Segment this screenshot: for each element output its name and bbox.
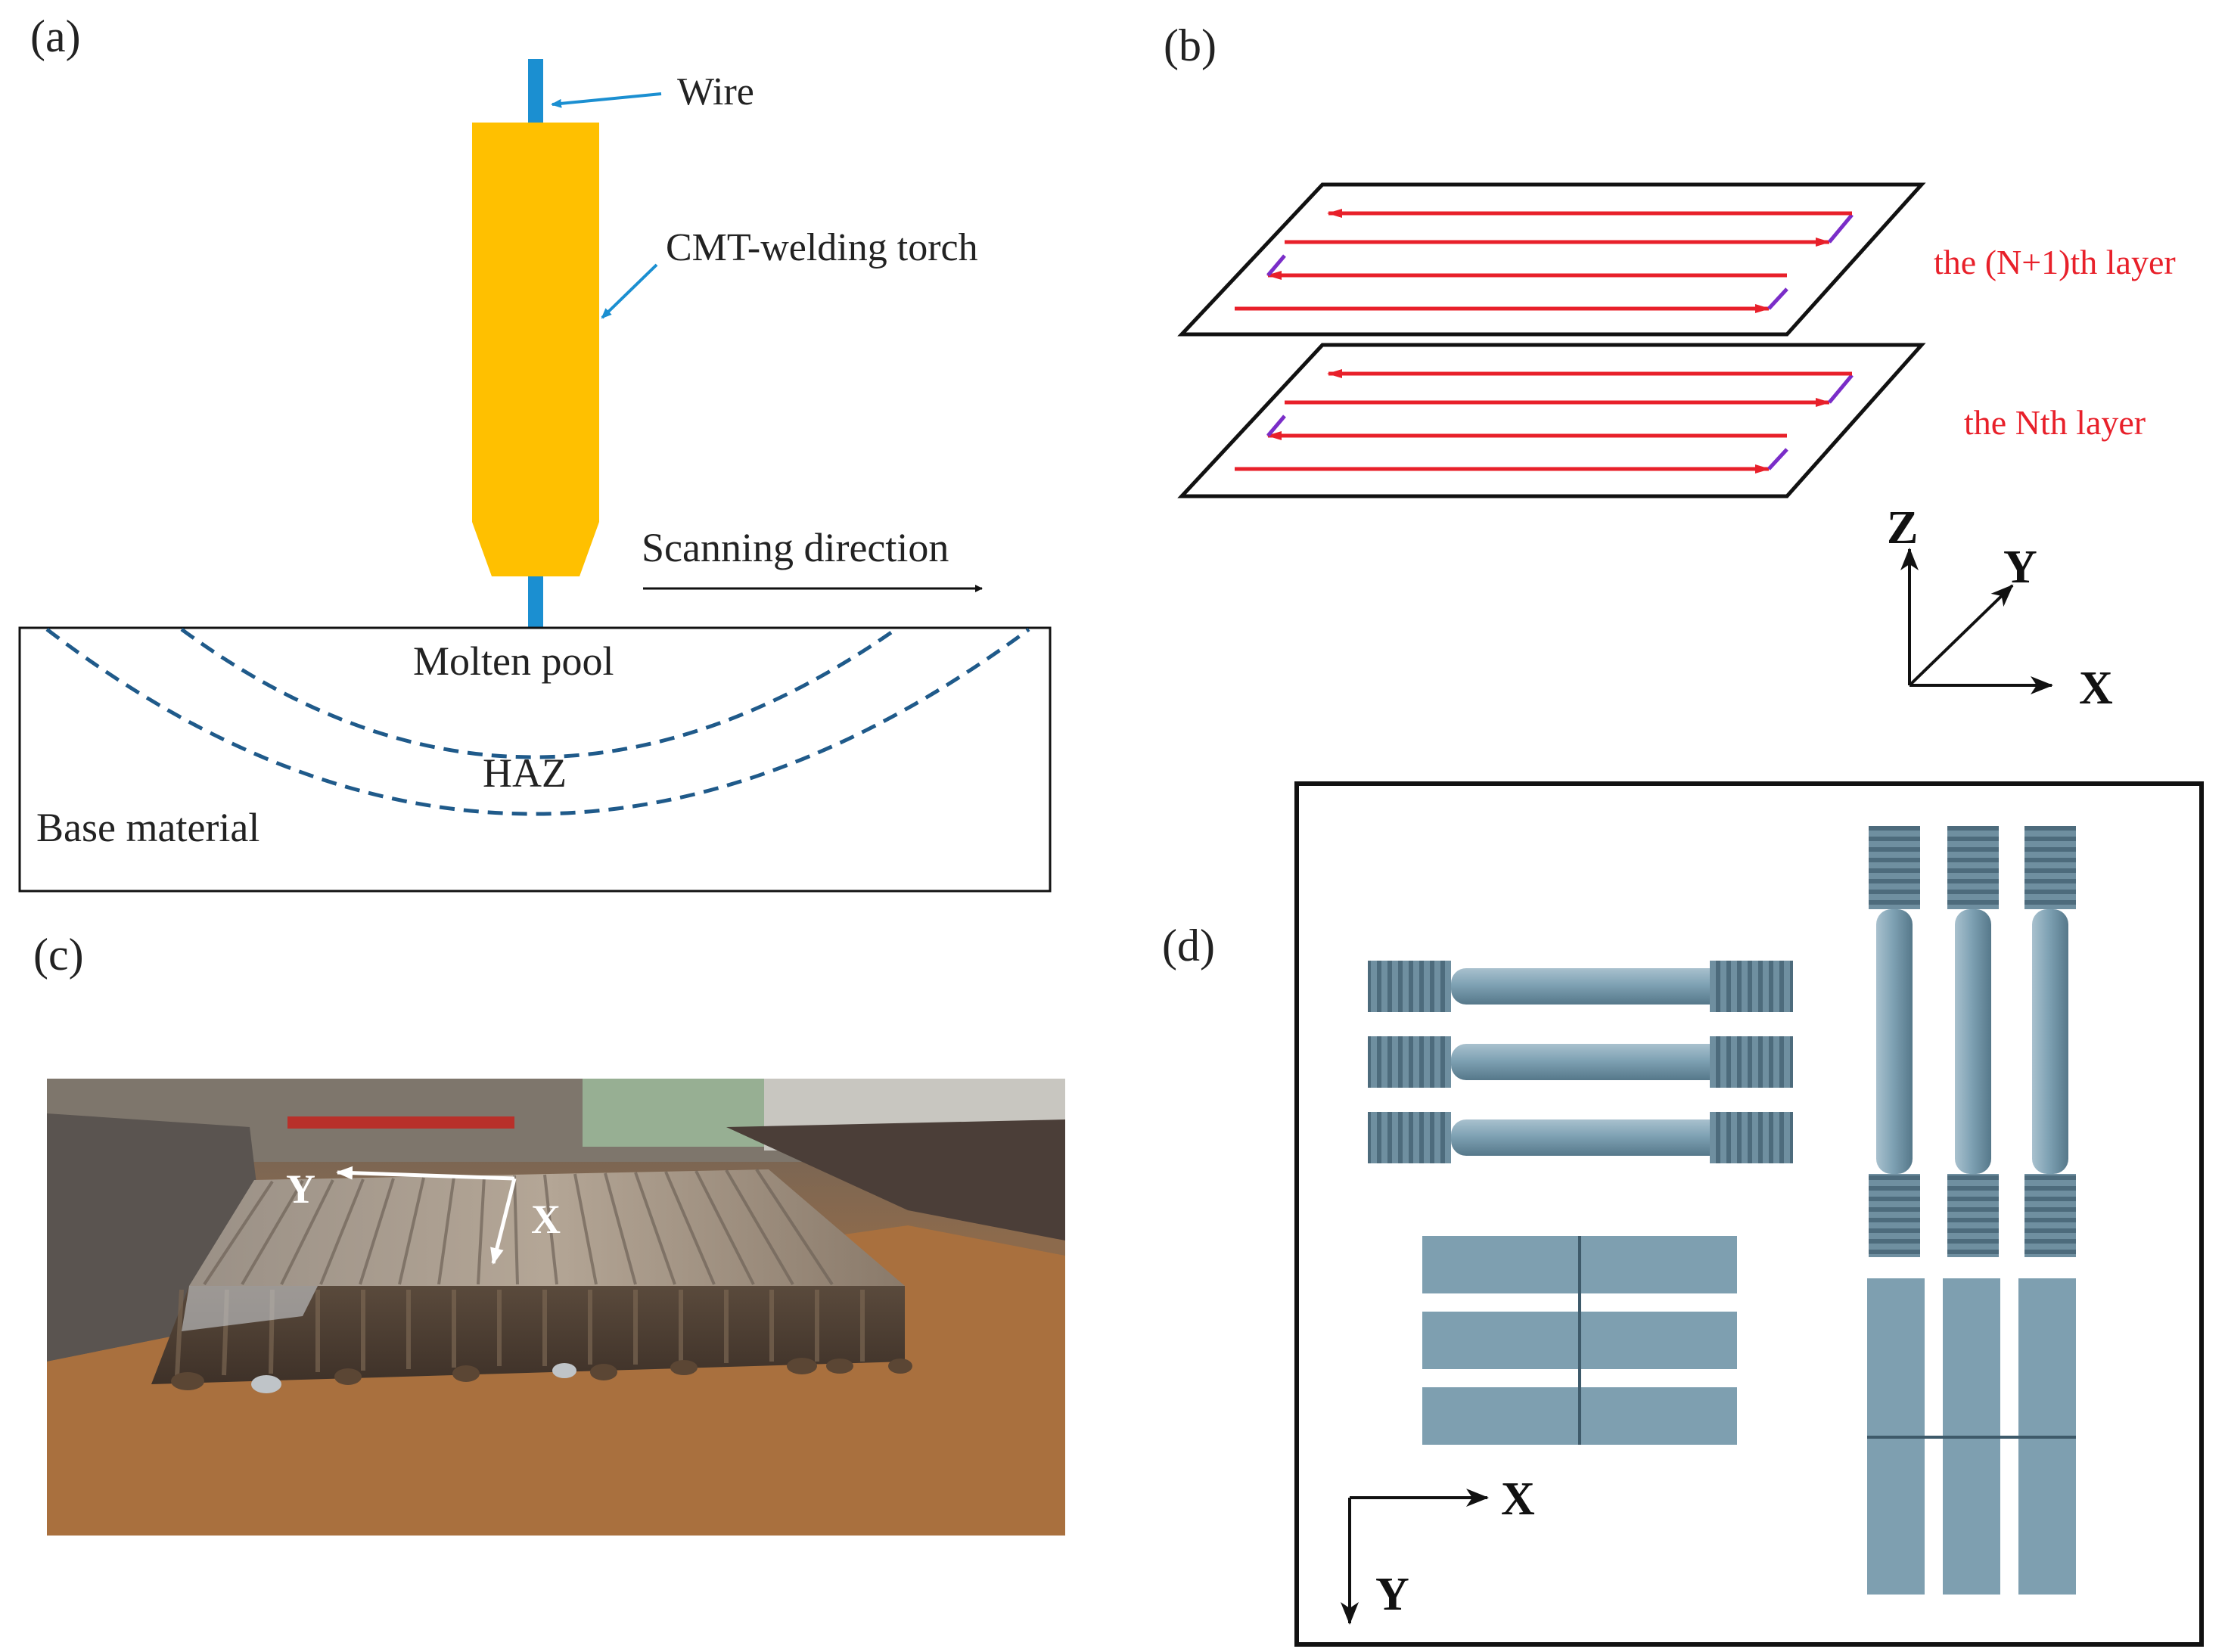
photo-wall-green	[583, 1079, 764, 1147]
wire	[528, 59, 543, 127]
scan-turn	[1767, 287, 1788, 310]
scan-turn	[1828, 374, 1854, 404]
haz-label: HAZ	[483, 750, 567, 796]
vertical-impact-specimens	[1867, 1278, 2076, 1595]
y-axis-arrow	[1908, 584, 2014, 687]
scanning-direction-label: Scanning direction	[642, 525, 949, 570]
deposited-block-photo: Y X	[47, 1079, 1065, 1536]
panel-d-label: (d)	[1162, 921, 1215, 970]
photo-front-ridges	[175, 1289, 865, 1377]
torch-label: CMT-welding torch	[666, 226, 978, 269]
tensile-specimen-y	[1947, 826, 1999, 1257]
lower-layer-scan-path	[1235, 369, 1854, 474]
panel-d: (d)	[1162, 781, 2204, 1647]
panel-b: (b) the (N+1)th layer the Nth layer	[1164, 20, 2176, 714]
scan-turn	[1828, 213, 1854, 244]
photo-bead-stripes	[203, 1168, 834, 1286]
photo-y-axis-label: Y	[286, 1166, 315, 1212]
photo-x-axis-label: X	[531, 1197, 561, 1242]
horizontal-impact-specimens	[1422, 1236, 1737, 1445]
molten-pool-label: Molten pool	[413, 638, 614, 684]
axes-b: Z Y X	[1887, 502, 2113, 714]
photo-right-plate	[726, 1119, 1065, 1241]
photo-droplets	[171, 1358, 912, 1393]
scan-turn	[1266, 254, 1286, 277]
haz-boundary	[45, 627, 1030, 816]
upper-layer-label: the (N+1)th layer	[1934, 243, 2176, 281]
axes-d: X Y	[1341, 1473, 1535, 1625]
panel-c-label: (c)	[33, 930, 84, 980]
torch-callout-arrow	[601, 263, 658, 319]
base-material-block	[18, 626, 1052, 893]
panel-a: (a) Wire CMT-welding torch Scanning dire…	[18, 11, 1052, 893]
welding-torch	[472, 123, 599, 576]
photo-y-axis-arrow	[336, 1166, 515, 1181]
panel-c: (c)	[33, 930, 1065, 1536]
base-material-label: Base material	[36, 805, 259, 850]
x-axis-label: X	[1501, 1473, 1535, 1525]
x-axis-label: X	[2079, 663, 2113, 714]
vertical-tensile-specimens	[1869, 826, 2076, 1257]
photo-x-axis-arrow	[490, 1178, 517, 1265]
tensile-specimen-x	[1368, 1036, 1793, 1088]
z-axis-label: Z	[1887, 502, 1918, 554]
upper-layer-scan-path	[1235, 209, 1854, 313]
y-axis-label: Y	[2003, 542, 2037, 593]
upper-layer-plane	[1177, 182, 1926, 337]
photo-block-front	[151, 1286, 905, 1384]
photo-red-bar	[287, 1116, 514, 1129]
tensile-specimen-y	[1869, 826, 1920, 1257]
wire-label: Wire	[677, 70, 754, 113]
horizontal-tensile-specimens	[1368, 961, 1793, 1163]
panel-a-label: (a)	[30, 11, 81, 61]
tensile-specimen-x	[1368, 1112, 1793, 1163]
panel-b-label: (b)	[1164, 20, 1217, 70]
wire-callout-arrow	[551, 92, 662, 108]
scan-turn	[1266, 415, 1286, 437]
y-axis-label: Y	[1375, 1569, 1409, 1620]
wire-tip	[528, 575, 543, 628]
photo-silver-highlight	[182, 1286, 318, 1331]
lower-layer-label: the Nth layer	[1964, 403, 2146, 442]
scan-turn	[1767, 448, 1788, 470]
lower-layer-plane	[1177, 343, 1926, 498]
tensile-specimen-y	[2024, 826, 2076, 1257]
tensile-specimen-x	[1368, 961, 1793, 1012]
